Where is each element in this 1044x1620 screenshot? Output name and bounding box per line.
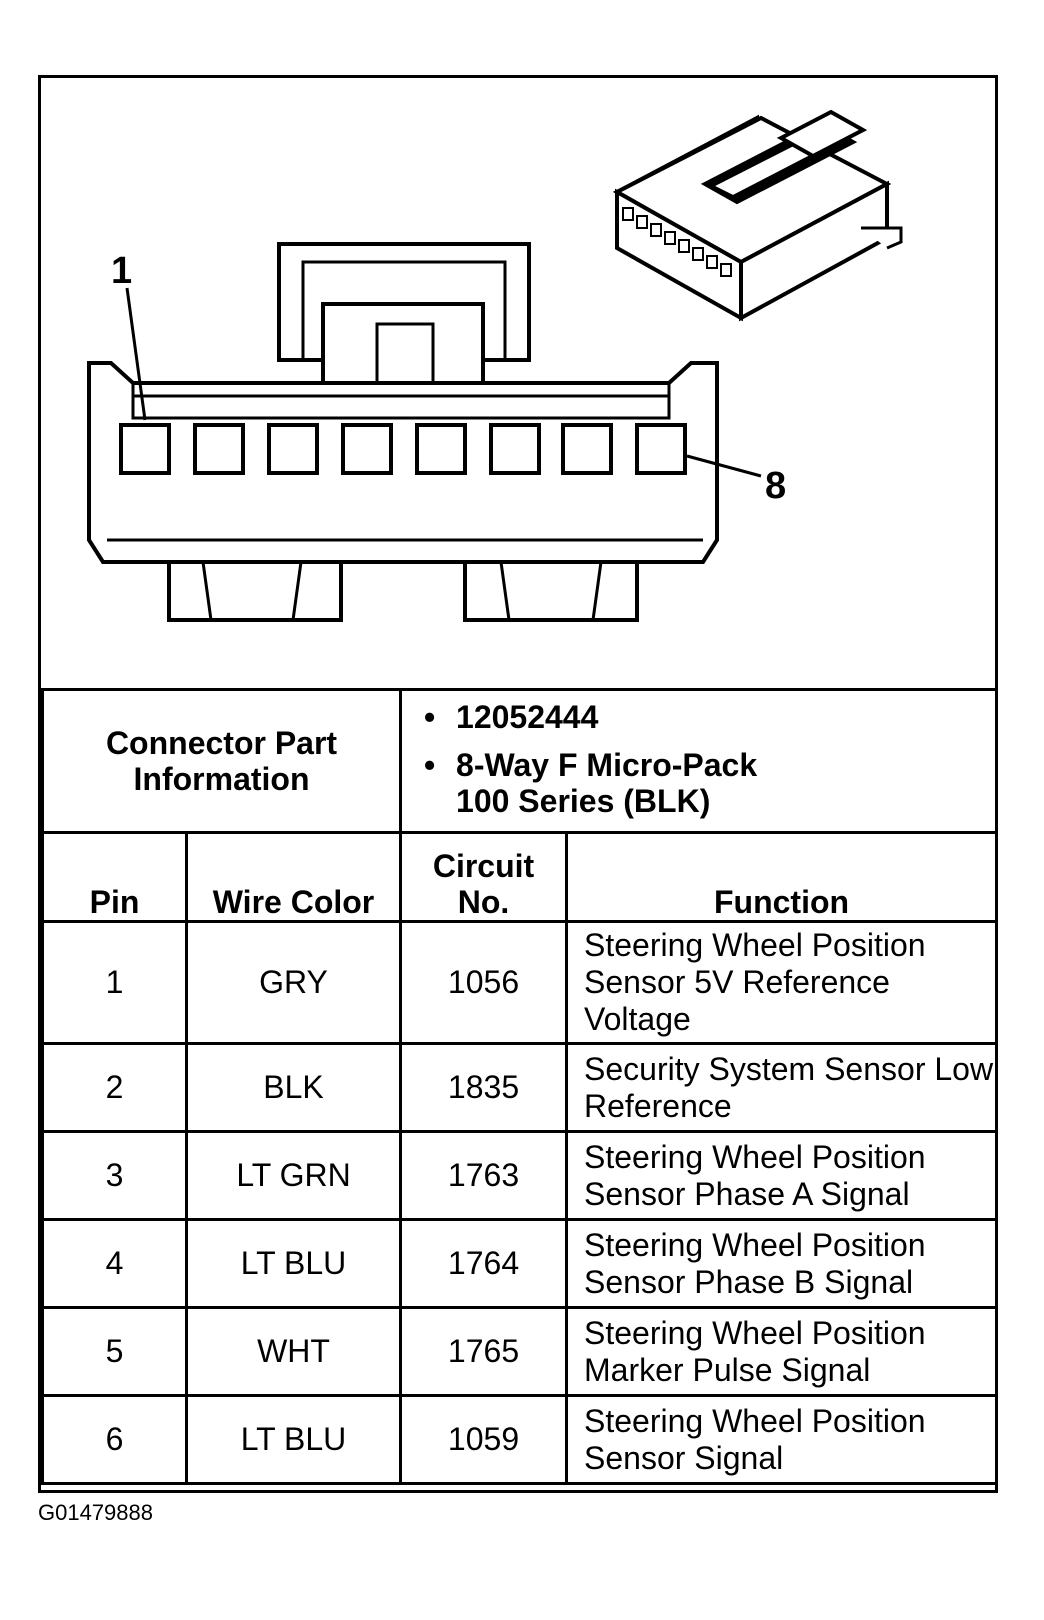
pin-cell: 5 [41, 1306, 188, 1397]
wire-color-cell: LT BLU [184, 1394, 403, 1485]
function-cell: Steering Wheel Position Sensor Phase B S… [565, 1218, 999, 1309]
table-row: 2 BLK 1835 Security System Sensor Low Re… [41, 1042, 999, 1133]
pin-cavity-2 [193, 423, 245, 475]
figure-code: G01479888 [38, 1500, 153, 1525]
pin-8-leader [686, 454, 762, 478]
connector-diagram: 1 8 [41, 78, 995, 688]
circuit-cell: 1764 [399, 1218, 569, 1309]
pin-cavity-3 [267, 423, 319, 475]
header-wire-color: Wire Color [184, 831, 403, 923]
pin-cell: 3 [41, 1130, 188, 1221]
figure-frame: 1 8 [38, 75, 999, 1493]
header-circuit-no: Circuit No. [399, 831, 569, 923]
connector-part-values: 12052444 8-Way F Micro-Pack 100 Series (… [399, 688, 999, 834]
function-cell: Steering Wheel Position Sensor Signal [565, 1394, 999, 1485]
circuit-cell: 1765 [399, 1306, 569, 1397]
connector-part-label: Connector Part Information [40, 688, 403, 834]
wire-color-cell: BLK [184, 1042, 403, 1133]
connector-info-table: Connector Part Information 12052444 8-Wa… [40, 688, 999, 1485]
pin-cavity-4 [341, 423, 393, 475]
part-number: 12052444 [424, 699, 995, 735]
wire-color-cell: LT BLU [184, 1218, 403, 1309]
pin-cavity-5 [415, 423, 467, 475]
connector-part-row: Connector Part Information 12052444 8-Wa… [40, 688, 999, 834]
circuit-cell: 1835 [399, 1042, 569, 1133]
wire-color-cell: GRY [184, 920, 403, 1045]
table-row: 3 LT GRN 1763 Steering Wheel Position Se… [41, 1130, 999, 1221]
pin-cell: 6 [41, 1394, 188, 1485]
connector-body [87, 361, 719, 564]
function-cell: Security System Sensor Low Reference [565, 1042, 999, 1133]
pin-8-label: 8 [765, 465, 786, 507]
latch-tab [321, 302, 485, 388]
foot-right [463, 562, 639, 622]
function-cell: Steering Wheel Position Sensor Phase A S… [565, 1130, 999, 1221]
header-function: Function [565, 831, 999, 923]
pin-cavity-1 [119, 423, 171, 475]
connector-drawing: 1 8 [87, 109, 903, 622]
circuit-cell: 1763 [399, 1130, 569, 1221]
circuit-cell: 1056 [399, 920, 569, 1045]
header-row: Pin Wire Color Circuit No. Function [41, 831, 999, 923]
pin-cavity-6 [489, 423, 541, 475]
wire-color-cell: LT GRN [184, 1130, 403, 1221]
connector-part-label-text: Connector Part Information [105, 725, 338, 797]
function-cell: Steering Wheel Position Sensor 5V Refere… [565, 920, 999, 1045]
foot-left [167, 562, 343, 622]
pin-cell: 4 [41, 1218, 188, 1309]
cavity-rail [131, 394, 671, 420]
pin-cavity-8 [635, 423, 687, 475]
wire-color-cell: WHT [184, 1306, 403, 1397]
function-cell: Steering Wheel Position Marker Pulse Sig… [565, 1306, 999, 1397]
connector-iso-view [612, 109, 903, 322]
table-row: 5 WHT 1765 Steering Wheel Position Marke… [41, 1306, 999, 1397]
table-row: 1 GRY 1056 Steering Wheel Position Senso… [41, 920, 999, 1045]
pin-cell: 1 [41, 920, 188, 1045]
header-pin: Pin [41, 831, 188, 923]
pin-cavity-7 [561, 423, 613, 475]
table-row: 4 LT BLU 1764 Steering Wheel Position Se… [41, 1218, 999, 1309]
connector-type: 8-Way F Micro-Pack 100 Series (BLK) [424, 747, 786, 819]
table-row: 6 LT BLU 1059 Steering Wheel Position Se… [41, 1394, 999, 1485]
pin-cell: 2 [41, 1042, 188, 1133]
pin-1-label: 1 [111, 250, 132, 292]
circuit-cell: 1059 [399, 1394, 569, 1485]
pin-1-leader [125, 287, 147, 421]
